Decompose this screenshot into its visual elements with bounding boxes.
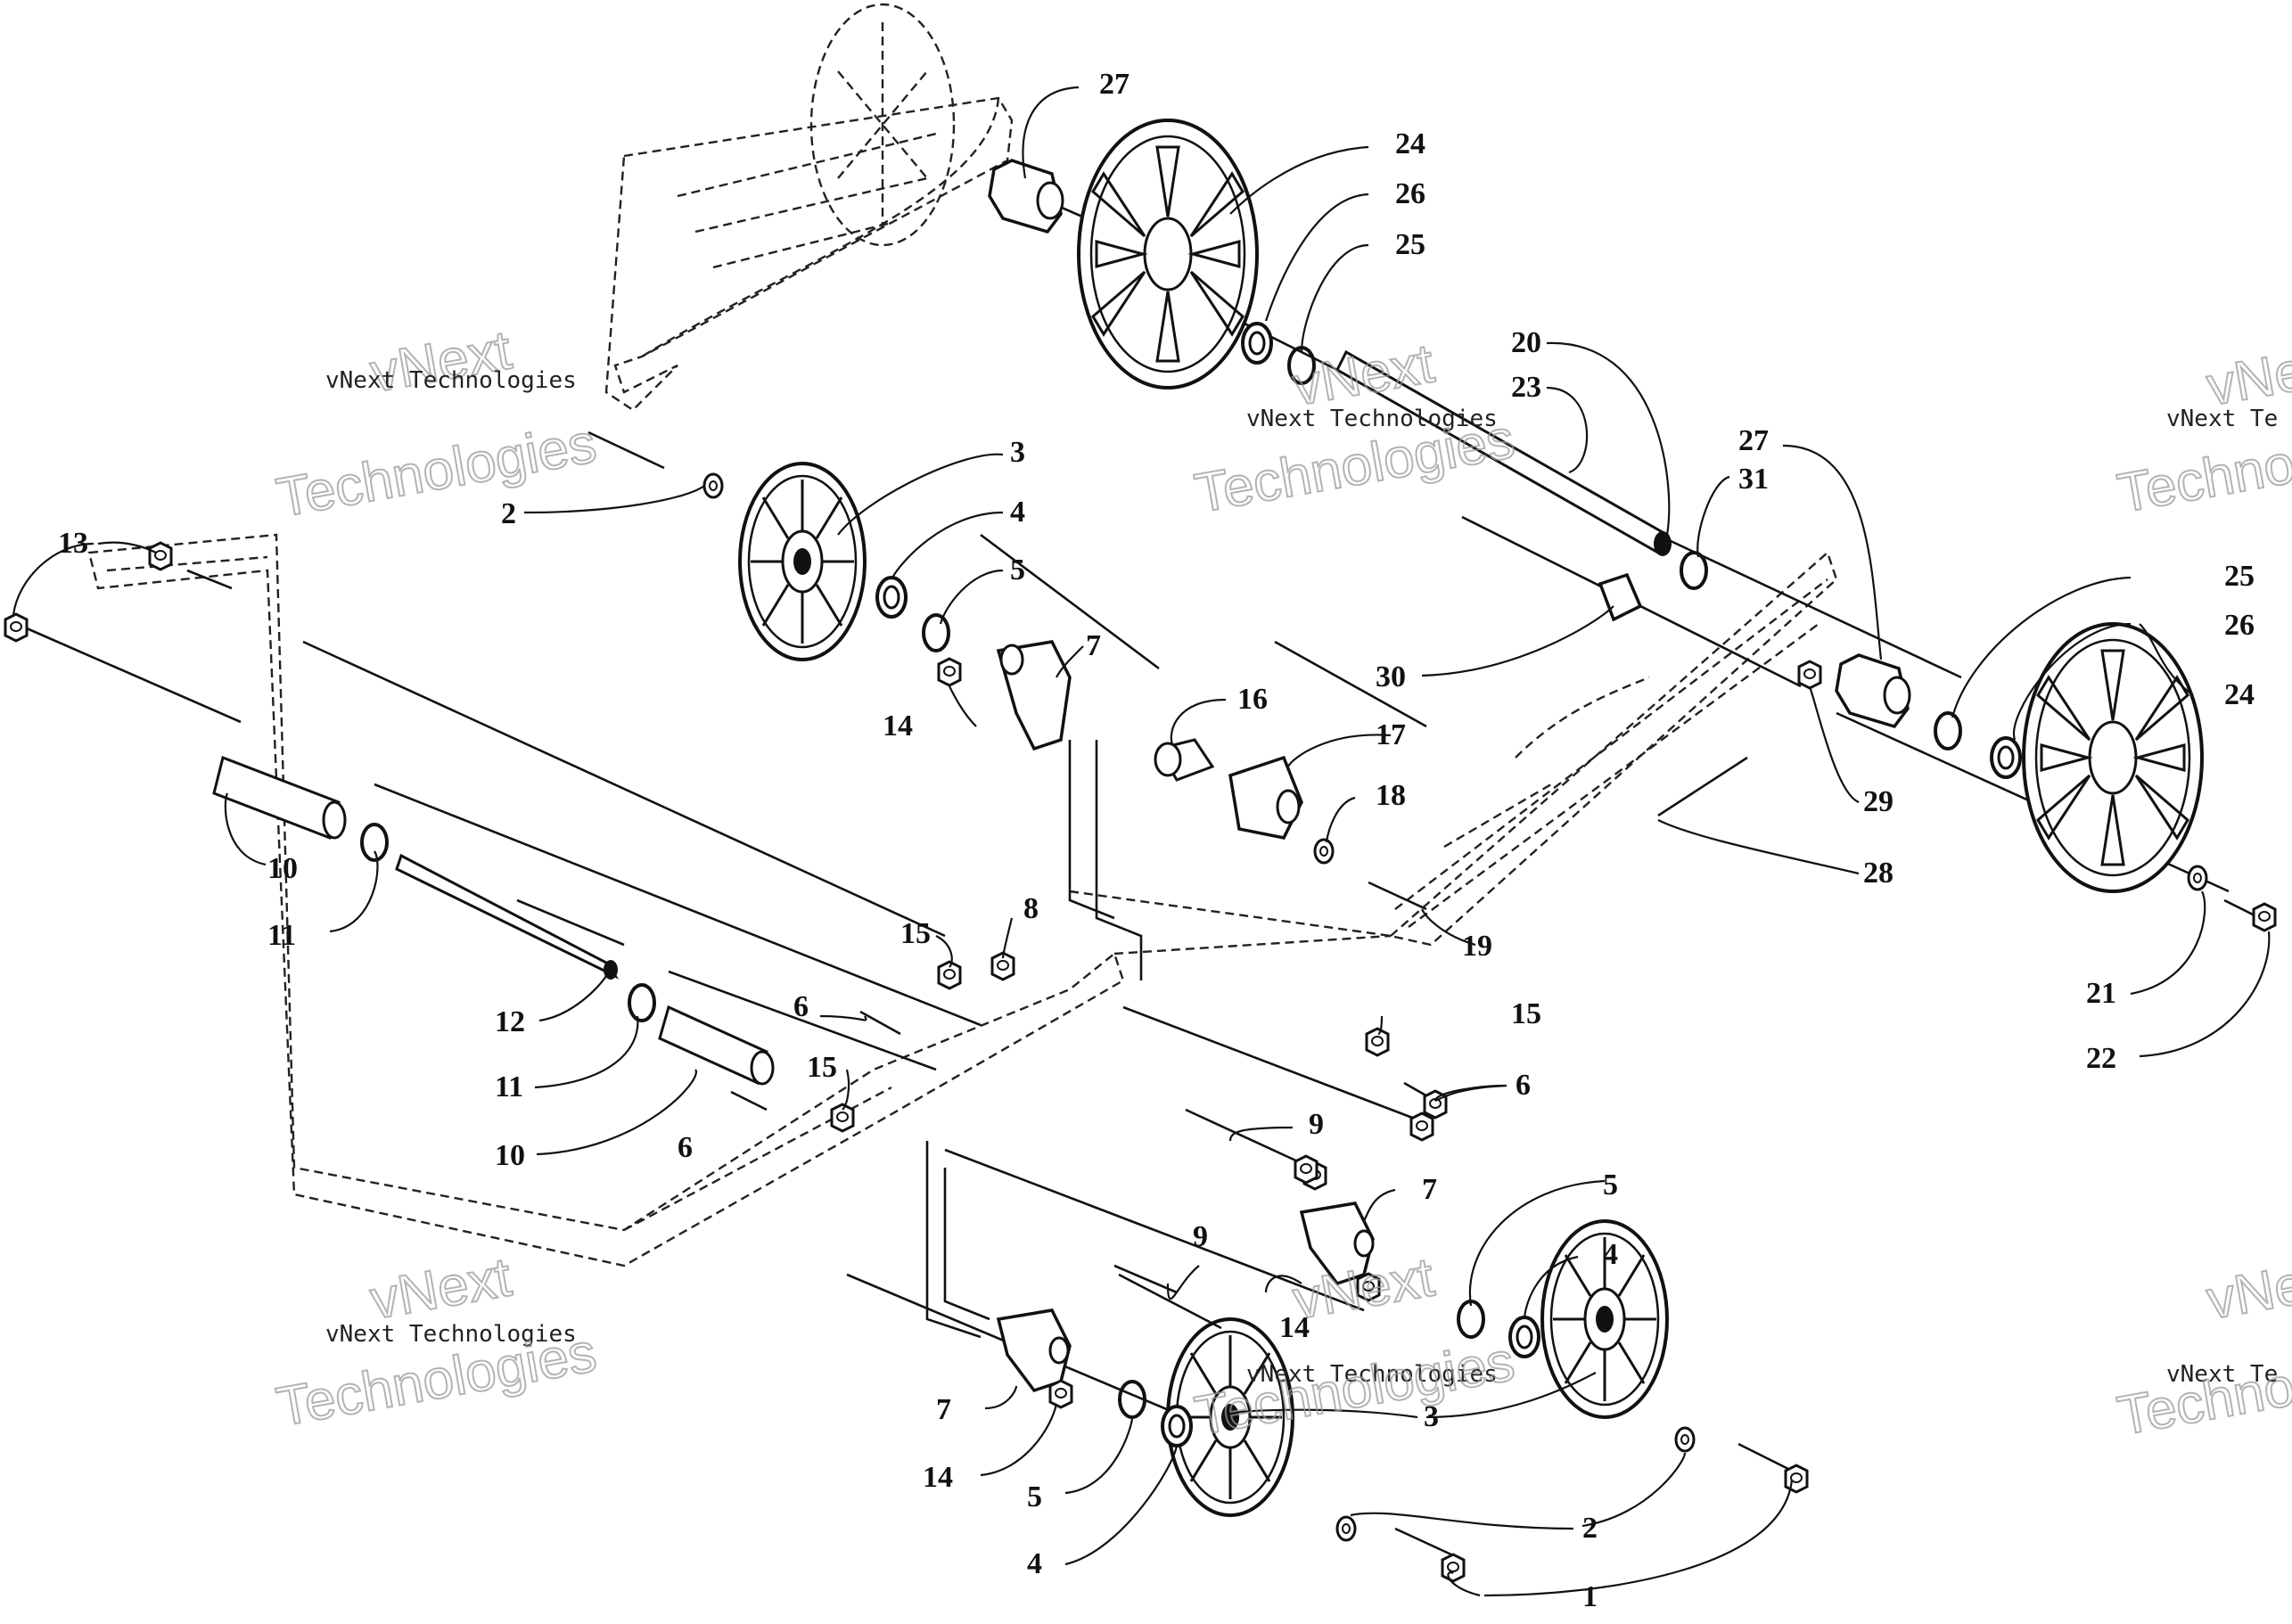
callout-27: 27 [1738,424,1769,457]
callout-11: 11 [267,919,296,952]
callout-25: 25 [1395,228,1425,261]
lower-rail-frame [87,533,1392,1267]
bracket-part-7-lower [996,1308,1072,1393]
callout-26: 26 [2224,609,2255,642]
callout-19: 19 [1462,930,1492,963]
leader-lines [12,86,2271,1597]
wheel-part-24-upper [1077,119,1259,390]
svg-text:vNext Technologies: vNext Technologies [325,367,577,394]
hub-part-27-right [1835,653,1911,729]
callout-15: 15 [900,917,931,950]
wheel-part-24-right [2022,622,2204,893]
callout-4: 4 [1027,1547,1042,1580]
callout-30: 30 [1376,660,1406,693]
callout-29: 29 [1863,785,1894,818]
callout-26: 26 [1395,177,1425,210]
bushing-part-16 [1154,738,1215,782]
callout-17: 17 [1376,718,1406,751]
callout-4: 4 [1010,496,1025,529]
watermark-2: vNext vNext Technologies Technologies [1189,332,1519,525]
callout-31: 31 [1738,463,1769,496]
callout-10: 10 [495,1139,525,1172]
svg-text:vNext Te: vNext Te [2166,1361,2278,1388]
watermark-5: vNext vNext Te Techno [2112,332,2292,525]
callout-2: 2 [501,497,516,530]
callout-3: 3 [1010,436,1025,469]
callout-12: 12 [495,1005,525,1038]
callout-25: 25 [2224,560,2255,593]
hub-part-27-upper [988,159,1064,234]
callout-6: 6 [678,1131,693,1164]
callout-15: 15 [1511,997,1541,1030]
callout-5: 5 [1010,554,1025,586]
callout-9: 9 [1193,1220,1208,1253]
callout-7: 7 [1086,629,1101,662]
callout-4: 4 [1603,1238,1618,1271]
callout-14: 14 [1279,1311,1310,1344]
callout-16: 16 [1237,683,1268,716]
callout-5: 5 [1603,1169,1618,1202]
callout-11: 11 [495,1070,523,1103]
retaining-rings [360,346,1962,1419]
spacer-part-10-lower [658,1005,775,1086]
callout-5: 5 [1027,1480,1042,1513]
svg-text:vNext Technologies: vNext Technologies [1246,1361,1498,1388]
svg-text:vNext Te: vNext Te [2166,406,2278,432]
callout-23: 23 [1511,371,1541,404]
callout-6: 6 [793,990,809,1023]
watermark-1: vNext vNext Technologies Technologies [271,318,601,529]
callout-10: 10 [267,852,298,885]
callout-24: 24 [1395,127,1425,160]
clamp-part-17 [1228,755,1303,840]
svg-text:Techno: Techno [2113,433,2292,525]
callout-3: 3 [1424,1400,1439,1433]
watermark-6: vNext vNext Te Techno [2112,1245,2292,1448]
svg-text:vNext Technologies: vNext Technologies [325,1321,577,1348]
callout-7: 7 [1422,1173,1437,1206]
callout-labels: 27 24 26 25 20 23 27 31 25 26 24 30 29 2… [58,68,2255,1613]
callout-27: 27 [1099,68,1130,101]
bracket-part-7-upper [996,640,1072,751]
callout-21: 21 [2086,977,2116,1010]
callout-2: 2 [1582,1512,1598,1545]
svg-text:vNext: vNext [366,1246,515,1331]
callout-22: 22 [2086,1042,2116,1075]
svg-text:vNext: vNext [1288,1246,1438,1331]
callout-15: 15 [807,1051,837,1084]
watermark-3: vNext vNext Technologies Technologies [271,1245,601,1439]
callout-20: 20 [1511,326,1541,359]
callout-8: 8 [1023,892,1039,925]
spacer-part-10-upper [212,755,347,841]
callout-6: 6 [1516,1069,1531,1102]
callout-14: 14 [923,1461,953,1494]
callout-1: 1 [1582,1580,1598,1613]
axle-part-12 [395,853,620,980]
callout-13: 13 [58,527,88,560]
right-rail-frame [1113,550,1838,956]
callout-7: 7 [936,1393,951,1426]
svg-text:vNext: vNext [2202,1246,2292,1331]
callout-24: 24 [2224,678,2255,711]
callout-9: 9 [1309,1108,1324,1141]
svg-text:vNext Technologies: vNext Technologies [1246,406,1498,432]
wheel-part-3-upper [738,462,867,661]
callout-14: 14 [883,709,913,742]
callout-28: 28 [1863,857,1894,890]
callout-18: 18 [1376,779,1406,812]
bolts [587,431,2261,1557]
upper-rail-frame [604,3,1014,412]
